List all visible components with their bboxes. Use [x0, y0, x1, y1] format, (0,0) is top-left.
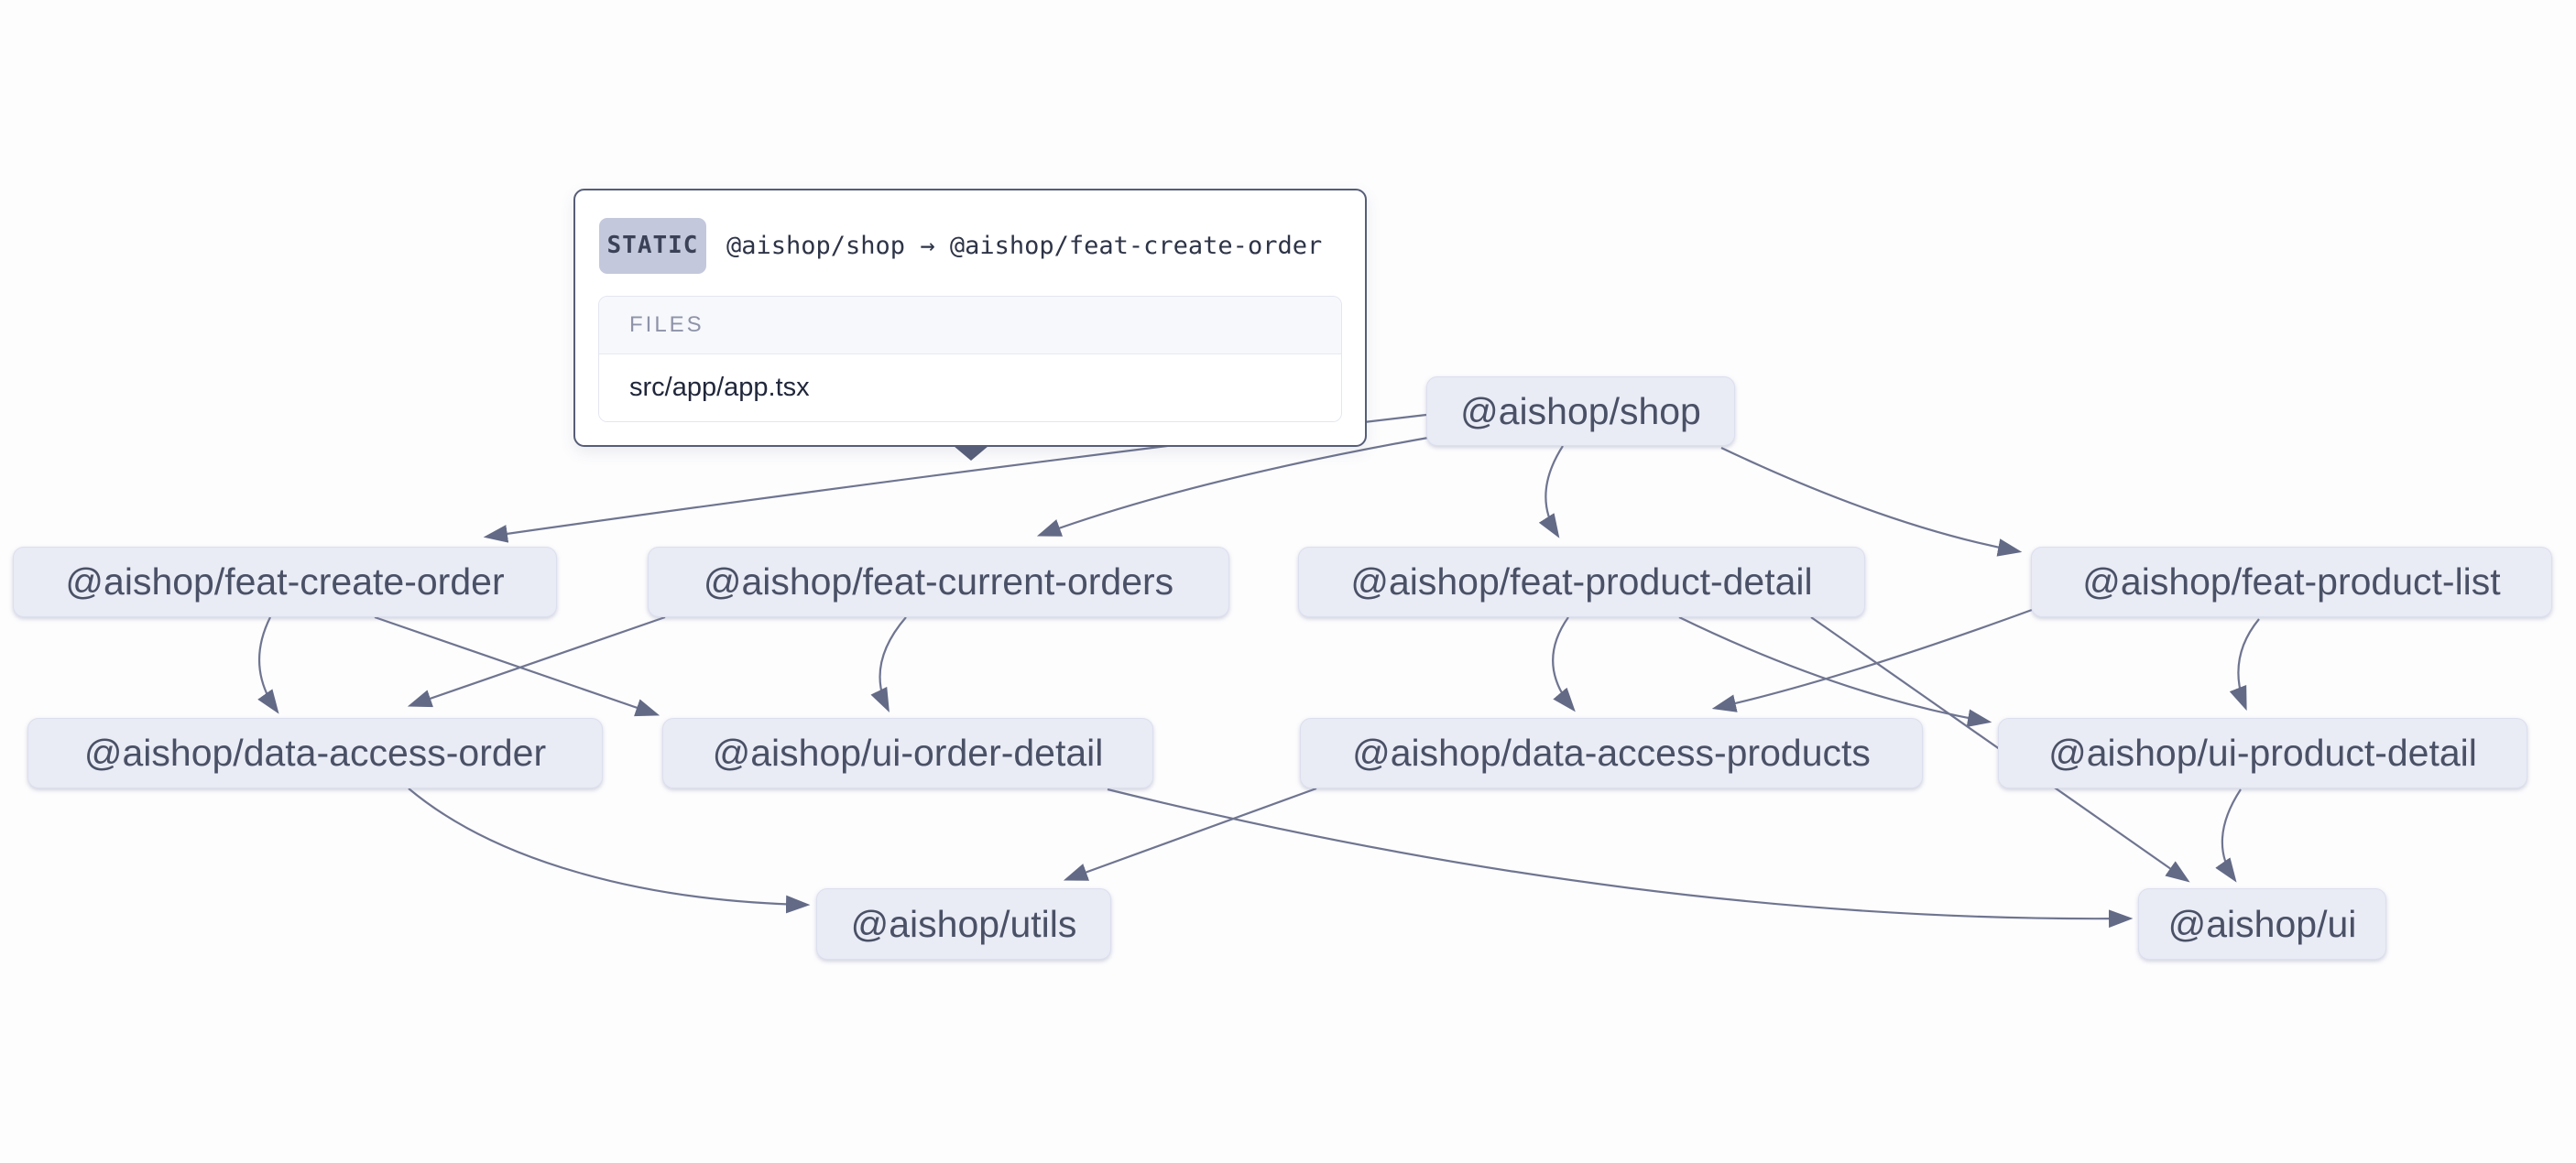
edge-feat-current-orders-ui-order-detail[interactable]	[870, 616, 907, 712]
graph-node-ui-order-detail[interactable]: @aishop/ui-order-detail	[662, 718, 1153, 788]
edge-ui-order-detail-ui[interactable]	[1107, 788, 2134, 929]
edge-shop-feat-product-list[interactable]	[1720, 447, 2023, 557]
graph-node-feat-current-orders[interactable]: @aishop/feat-current-orders	[648, 547, 1229, 617]
edge-feat-product-detail-data-access-products[interactable]	[1552, 616, 1576, 712]
edge-data-access-products-utils[interactable]	[1063, 787, 1317, 881]
edge-feat-product-list-ui-product-detail[interactable]	[2229, 618, 2260, 712]
edge-feat-product-list-data-access-products[interactable]	[1711, 608, 2033, 712]
graph-node-data-access-products[interactable]: @aishop/data-access-products	[1300, 718, 1923, 788]
file-path-item: src/app/app.tsx	[599, 354, 1341, 421]
edge-shop-feat-product-detail[interactable]	[1538, 445, 1564, 538]
graph-node-utils[interactable]: @aishop/utils	[816, 888, 1111, 960]
graph-node-feat-create-order[interactable]: @aishop/feat-create-order	[13, 547, 557, 617]
graph-node-ui[interactable]: @aishop/ui	[2138, 888, 2386, 960]
edge-data-access-order-utils[interactable]	[408, 788, 811, 914]
edge-shop-feat-current-orders[interactable]	[1036, 436, 1429, 537]
edge-tooltip: STATIC @aishop/shop → @aishop/feat-creat…	[573, 189, 1367, 447]
files-section-header: FILES	[599, 297, 1341, 354]
graph-node-feat-product-detail[interactable]: @aishop/feat-product-detail	[1298, 547, 1865, 617]
edge-feat-current-orders-data-access-order[interactable]	[407, 615, 666, 708]
tooltip-edge-label: @aishop/shop → @aishop/feat-create-order	[726, 231, 1323, 260]
tooltip-header: STATIC @aishop/shop → @aishop/feat-creat…	[599, 217, 1341, 274]
tooltip-files-box: FILES src/app/app.tsx	[598, 296, 1342, 422]
graph-node-data-access-order[interactable]: @aishop/data-access-order	[27, 718, 603, 788]
edge-feat-create-order-ui-order-detail[interactable]	[374, 615, 660, 717]
graph-node-ui-product-detail[interactable]: @aishop/ui-product-detail	[1998, 718, 2527, 788]
dependency-type-badge: STATIC	[599, 217, 706, 274]
tooltip-caret-icon	[954, 446, 988, 461]
edge-ui-product-detail-ui[interactable]	[2215, 788, 2242, 883]
graph-node-shop[interactable]: @aishop/shop	[1426, 376, 1735, 446]
graph-node-feat-product-list[interactable]: @aishop/feat-product-list	[2031, 547, 2552, 617]
edge-feat-create-order-data-access-order[interactable]	[257, 616, 279, 714]
